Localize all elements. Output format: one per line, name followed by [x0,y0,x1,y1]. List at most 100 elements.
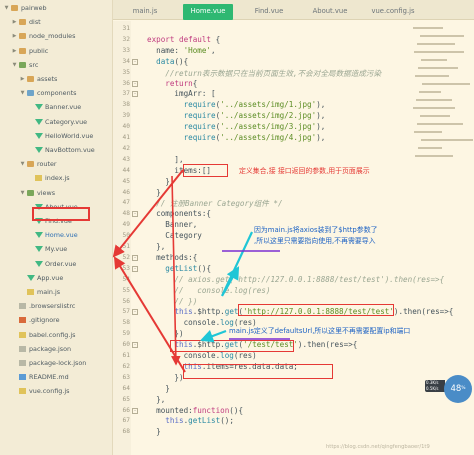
tree-item[interactable]: Category.vue [0,116,112,128]
code-line[interactable]: require('../assets/img/3.jpg'), [147,122,326,131]
code-line[interactable]: data(){ [147,57,188,66]
chevron-right-icon[interactable]: ▶ [20,76,25,82]
tree-item[interactable]: package.json [0,343,112,355]
chevron-down-icon[interactable]: ▼ [20,90,25,97]
tree-item[interactable]: babel.config.js [0,329,112,341]
cpu-usage-unit: % [461,386,466,391]
tree-item[interactable]: ▶public [0,45,112,57]
tab-find-vue[interactable]: Find.vue [254,7,284,15]
chevron-down-icon[interactable]: ▼ [20,189,25,196]
tree-item[interactable]: ▼router [0,158,112,170]
tree-item[interactable]: Home.vue [0,229,112,241]
tree-item[interactable]: ▼pairweb [0,2,112,14]
tree-item[interactable]: HelloWorld.vue [0,130,112,142]
line-number: 59 [122,330,130,338]
fold-toggle-icon[interactable]: - [132,309,138,316]
code-line[interactable]: }) [147,373,183,382]
tree-item[interactable]: NavBottom.vue [0,144,112,156]
tree-item[interactable]: My.vue [0,243,112,255]
line-number: 34 [122,57,130,65]
code-line[interactable]: Category [147,231,202,240]
chevron-down-icon[interactable]: ▼ [12,61,17,68]
code-token: get [224,307,239,317]
fold-toggle-icon[interactable]: - [132,407,138,414]
code-line[interactable]: methods:{ [147,253,197,262]
tree-item[interactable]: vue.config.js [0,385,112,397]
chevron-right-icon[interactable]: ▶ [12,47,17,54]
line-number: 33 [122,46,130,54]
code-line[interactable]: Banner, [147,220,197,229]
code-line[interactable]: console.log(res) [147,351,257,360]
tree-item[interactable]: ▶assets [0,73,112,85]
tree-item[interactable]: .gitignore [0,314,112,326]
tree-item[interactable]: Banner.vue [0,101,112,113]
code-line[interactable]: } [147,177,170,186]
tree-item[interactable]: README.md [0,371,112,383]
code-line[interactable]: // axios.get('http://127.0.0.1:8888/test… [147,275,444,284]
tab-main-js[interactable]: main.js [132,7,158,15]
code-line[interactable]: this.getList(); [147,416,234,425]
tree-item[interactable]: index.js [0,172,112,184]
code-line[interactable]: export default { [147,35,220,44]
fold-toggle-icon[interactable]: - [132,58,138,65]
chevron-right-icon[interactable]: ▶ [12,19,17,26]
code-line[interactable]: } [147,427,161,436]
tree-item[interactable]: .browserslistrc [0,300,112,312]
code-line[interactable]: ], [147,155,183,164]
code-line[interactable]: this.items=res.data.data; [147,362,298,371]
tree-item[interactable]: ▼views [0,187,112,199]
code-token: '../assets/img/2.jpg' [220,111,317,121]
code-line[interactable]: getList(){ [147,264,211,273]
code-line[interactable]: } [147,384,170,393]
tree-item-label: App.vue [37,273,64,282]
tree-item[interactable]: ▼src [0,59,112,71]
code-line[interactable]: // 注册Banner Category组件 */ [147,198,282,209]
code-line[interactable]: require('../assets/img/4.jpg'), [147,133,326,142]
tree-item[interactable]: ▼components [0,87,112,99]
tree-item-label: .browserslistrc [29,302,76,311]
code-line[interactable]: // console.log(res) [147,286,270,295]
tree-item[interactable]: Find.vue [0,215,112,227]
code-line[interactable]: imgArr: [ [147,89,215,98]
chevron-down-icon[interactable]: ▼ [20,161,25,168]
tab-vue-config-js[interactable]: vue.config.js [371,7,415,15]
fold-toggle-icon[interactable]: - [132,342,138,349]
code-line[interactable]: console.log(res) [147,318,257,327]
code-line[interactable]: name: 'Home', [147,46,215,55]
cpu-usage-widget[interactable]: 48% [444,375,472,403]
minimap[interactable] [413,27,473,167]
code-line[interactable]: }, [147,395,165,404]
tree-item[interactable]: App.vue [0,272,112,284]
code-line[interactable]: components:{ [147,209,211,218]
code-line[interactable]: //return表示数据只在当前页面生效,不会对全局数据造成污染 [147,68,381,79]
fold-toggle-icon[interactable]: - [132,91,138,98]
tab-home-vue[interactable]: Home.vue [183,4,233,20]
code-line[interactable]: require('../assets/img/2.jpg'), [147,111,326,121]
vue-file-icon [35,147,43,153]
code-line[interactable]: // }) [147,297,197,306]
chevron-down-icon[interactable]: ▼ [4,5,9,11]
code-line[interactable]: return{ [147,79,197,88]
code-line[interactable]: items:[] [147,166,211,175]
code-line[interactable]: require('../assets/img/1.jpg'), [147,100,326,109]
fold-toggle-icon[interactable]: - [132,265,138,272]
fold-toggle-icon[interactable]: - [132,254,138,261]
tree-item[interactable]: Order.vue [0,258,112,270]
code-token: .items=res.data.data; [201,361,298,371]
tree-item[interactable]: package-lock.json [0,357,112,369]
code-line[interactable]: mounted:function(){ [147,406,243,415]
code-line[interactable]: }, [147,242,165,251]
tree-item[interactable]: ▶dist [0,16,112,28]
fold-toggle-icon[interactable]: - [132,211,138,218]
tab-about-vue[interactable]: About.vue [312,7,348,15]
fold-toggle-icon[interactable]: - [132,80,138,87]
tree-item[interactable]: About.vue [0,201,112,213]
tree-item[interactable]: main.js [0,286,112,298]
chevron-right-icon[interactable]: ▶ [12,33,17,40]
tree-item[interactable]: ▶node_modules [0,30,112,42]
upload-speed: 0.3K/s [426,380,439,385]
code-line[interactable]: }) [147,329,183,338]
code-line[interactable]: }, [147,188,165,197]
minimap-line [417,43,455,45]
file-icon [19,345,26,352]
